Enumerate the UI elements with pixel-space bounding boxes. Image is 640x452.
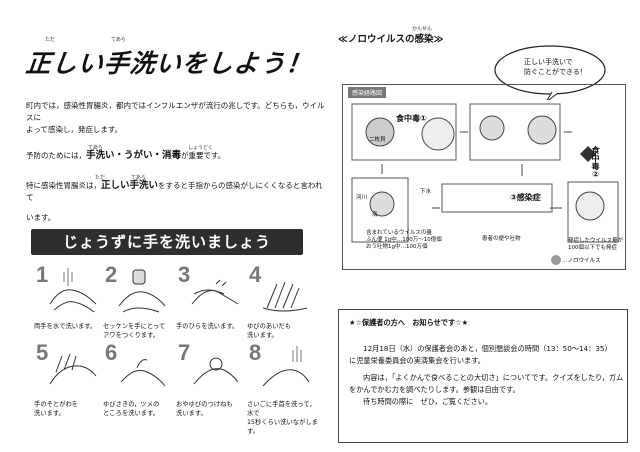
step-number: 2	[105, 262, 118, 287]
title-ruby-tearai: てあら	[111, 37, 126, 43]
section-ruby: かんせん	[412, 26, 433, 32]
prevention-paragraph: 予防のためには，手洗い・うがい・消毒が重要です。	[26, 150, 326, 162]
label-sewage: 下水	[420, 189, 432, 195]
step-number: 8	[249, 340, 262, 365]
step-caption: 手のそとがわを洗います。	[34, 401, 79, 417]
prevention-pre: 予防のためには，	[26, 151, 86, 160]
emphasis-paragraph: 特に感染性胃腸炎は，正しい手洗いをすると手指からの感染がしにくくなると言われて …	[26, 180, 326, 224]
notice-heading: ★☆保護者の方へ お知らせです☆★	[349, 318, 469, 327]
notice-line-4: をかんでかむ力を調べたりします。参観は自由です。	[349, 385, 520, 394]
section-title: ≪ノロウイルスの感染≫	[338, 34, 444, 45]
label-shellfish: 二枚貝	[369, 137, 386, 143]
fingertip-icon	[120, 359, 166, 387]
soap-icon	[118, 269, 166, 313]
ruby-tearai-2: てあら	[88, 145, 103, 151]
stage-infection: ③感染症	[510, 193, 541, 202]
page-title: 正しい手洗いをしよう！	[24, 49, 314, 78]
thumb-icon	[193, 357, 239, 385]
diagram-label: 感染経路図	[348, 87, 387, 98]
stage-food-poisoning-2: 食中毒②	[591, 146, 600, 179]
speech-bubble	[494, 45, 606, 100]
step-7: 7 おやゆびのつけねも洗います。	[176, 340, 246, 428]
wrist-icon	[262, 346, 310, 387]
virus-amount-note: 含まれているウイルスの量 ふん便 1g中…100万～10億個 おう吐物1g中…1…	[366, 230, 442, 250]
diagram-drawing	[351, 103, 619, 265]
virus-legend: …ノロウイルス	[562, 258, 601, 264]
stage-food-poisoning-1: 食中毒①	[396, 114, 427, 123]
back-of-hand-icon	[49, 353, 97, 385]
notice-line-1: 12月18日（水）の保護者会のあと，個別懇談会の時間（13：50～14：35）	[363, 344, 612, 353]
between-fingers-icon	[262, 281, 308, 312]
step-caption: ゆびさきの，ツメのところを洗います。	[103, 401, 160, 417]
emphasis-bold: 正しい手洗い	[101, 180, 159, 191]
notice-line-3: 内容は，「よくかんで食べることの大切さ」についてです。クイズをしたり，ガム	[363, 373, 624, 382]
intro-line-2: よって感染し，発症します。	[26, 125, 123, 134]
ruby-tearai-3: てあら	[131, 175, 146, 181]
step-number: 3	[178, 262, 191, 287]
step-caption: おやゆびのつけねも洗います。	[176, 401, 233, 417]
patient-note: 患者の便や吐物	[482, 236, 521, 242]
emphasis-post: をすると手指からの感染がしにくくなると言われて	[26, 181, 323, 202]
step-number: 1	[36, 262, 49, 287]
prevention-post: が重要です。	[181, 151, 226, 160]
parent-notice: ★☆保護者の方へ お知らせです☆★ 12月18日（水）の保護者会のあと，個別懇談…	[338, 309, 628, 443]
label-sea: 海	[372, 212, 378, 218]
emphasis-line-2: います。	[26, 213, 56, 222]
notice-line-5: 待ち時間の際に ぜひ，ご覧ください。	[363, 397, 493, 406]
step-caption: ゆびのあいだも洗います。	[247, 323, 292, 339]
ruby-shoudoku: しょうどく	[188, 145, 213, 151]
emphasis-pre: 特に感染性胃腸炎は，	[26, 181, 101, 190]
ruby-tada-3: ただ	[95, 175, 106, 181]
bubble-text: 正しい手洗いで防ぐことができる！	[524, 58, 587, 76]
step-number: 4	[249, 262, 262, 287]
notice-line-2: に児童栄養委員会の実演集会を行います。	[349, 356, 485, 365]
hand-rinse-icon	[49, 268, 97, 313]
label-river: 河川	[356, 195, 368, 201]
step-caption: 手のひらを洗います。	[176, 323, 239, 330]
intro-paragraph: 町内では，感染性胃腸炎，都内ではインフルエンザが流行の兆しです。どちらも，ウイル…	[26, 100, 326, 136]
handwash-banner: じょうずに手を洗いましょう	[31, 229, 303, 255]
step-3: 3 手のひらを洗います。	[176, 262, 246, 350]
step-number: 5	[36, 340, 49, 365]
step-number: 6	[105, 340, 118, 365]
palm-rub-icon	[191, 279, 239, 305]
step-4: 4 ゆびのあいだも洗います。	[247, 262, 317, 350]
step-5: 5 手のそとがわを洗います。	[34, 340, 104, 428]
step-number: 7	[178, 340, 191, 365]
step-caption: 両手を水で洗います。	[34, 323, 97, 330]
step-6: 6 ゆびさきの，ツメのところを洗います。	[103, 340, 173, 428]
intro-line-1: 町内では，感染性胃腸炎，都内ではインフルエンザが流行の兆しです。どちらも，ウイル…	[26, 101, 325, 122]
title-ruby-tada: ただ	[45, 37, 56, 43]
step-1: 1 両手を水で洗います。	[34, 262, 104, 350]
infection-route-diagram	[342, 84, 626, 270]
step-2: 2 セッケンを手にとってアワをつくります。	[103, 262, 173, 350]
step-caption: セッケンを手にとってアワをつくります。	[103, 323, 166, 339]
prevention-bold: 手洗い・うがい・消毒	[86, 150, 182, 161]
